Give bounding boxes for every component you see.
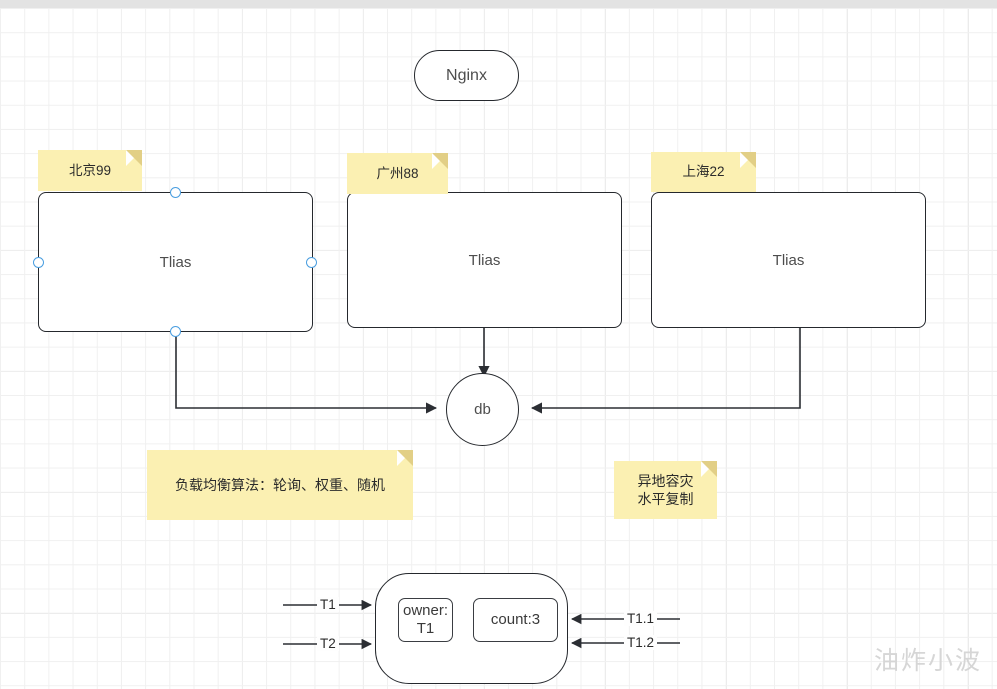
sticky-note-disaster-recovery-text: 异地容灾 水平复制	[637, 472, 694, 507]
sticky-note-shanghai-text: 上海22	[682, 164, 725, 180]
lock-count-label: count:3	[490, 610, 541, 628]
node-tlias-beijing-label: Tlias	[159, 253, 192, 271]
sticky-note-beijing[interactable]: 北京99	[38, 150, 142, 191]
sticky-note-beijing-text: 北京99	[68, 162, 112, 178]
node-tlias-guangzhou-label: Tlias	[468, 251, 501, 269]
note-fold-icon	[701, 461, 717, 477]
edge-label-t2: T2	[317, 636, 339, 651]
handle-top-beijing[interactable]	[170, 187, 181, 198]
note-fold-icon	[432, 153, 448, 169]
watermark: 油炸小波	[874, 646, 983, 675]
sticky-note-disaster-recovery[interactable]: 异地容灾 水平复制	[614, 461, 717, 519]
node-db[interactable]: db	[446, 373, 519, 446]
node-tlias-beijing[interactable]: Tlias	[38, 192, 313, 332]
sticky-note-guangzhou[interactable]: 广州88	[347, 153, 448, 194]
sticky-note-load-balance[interactable]: 负载均衡算法：轮询、权重、随机	[147, 450, 413, 520]
edge-shanghai-to-db	[530, 328, 801, 414]
lock-owner-box[interactable]: owner:T1	[398, 598, 453, 642]
note-fold-icon	[740, 152, 756, 168]
node-tlias-shanghai-label: Tlias	[772, 251, 805, 269]
node-tlias-guangzhou[interactable]: Tlias	[347, 192, 622, 328]
node-nginx-label: Nginx	[446, 66, 487, 84]
note-fold-icon	[126, 150, 142, 166]
note-fold-icon	[397, 450, 413, 466]
sticky-note-guangzhou-text: 广州88	[376, 165, 419, 181]
edge-label-t12: T1.2	[624, 635, 658, 650]
node-nginx[interactable]: Nginx	[414, 50, 519, 101]
sticky-note-shanghai[interactable]: 上海22	[651, 152, 756, 192]
edge-label-t11: T1.1	[624, 611, 658, 626]
top-toolbar-strip	[0, 0, 997, 8]
lock-owner-label: owner:T1	[402, 601, 449, 637]
lock-count-box[interactable]: count:3	[473, 598, 558, 642]
edge-beijing-to-db	[175, 332, 438, 414]
edge-label-t1: T1	[317, 597, 339, 612]
handle-left-beijing[interactable]	[33, 257, 44, 268]
sticky-note-load-balance-text: 负载均衡算法：轮询、权重、随机	[175, 476, 385, 493]
node-db-label: db	[474, 401, 491, 418]
node-tlias-shanghai[interactable]: Tlias	[651, 192, 926, 328]
handle-bottom-beijing[interactable]	[170, 326, 181, 337]
handle-right-beijing[interactable]	[306, 257, 317, 268]
